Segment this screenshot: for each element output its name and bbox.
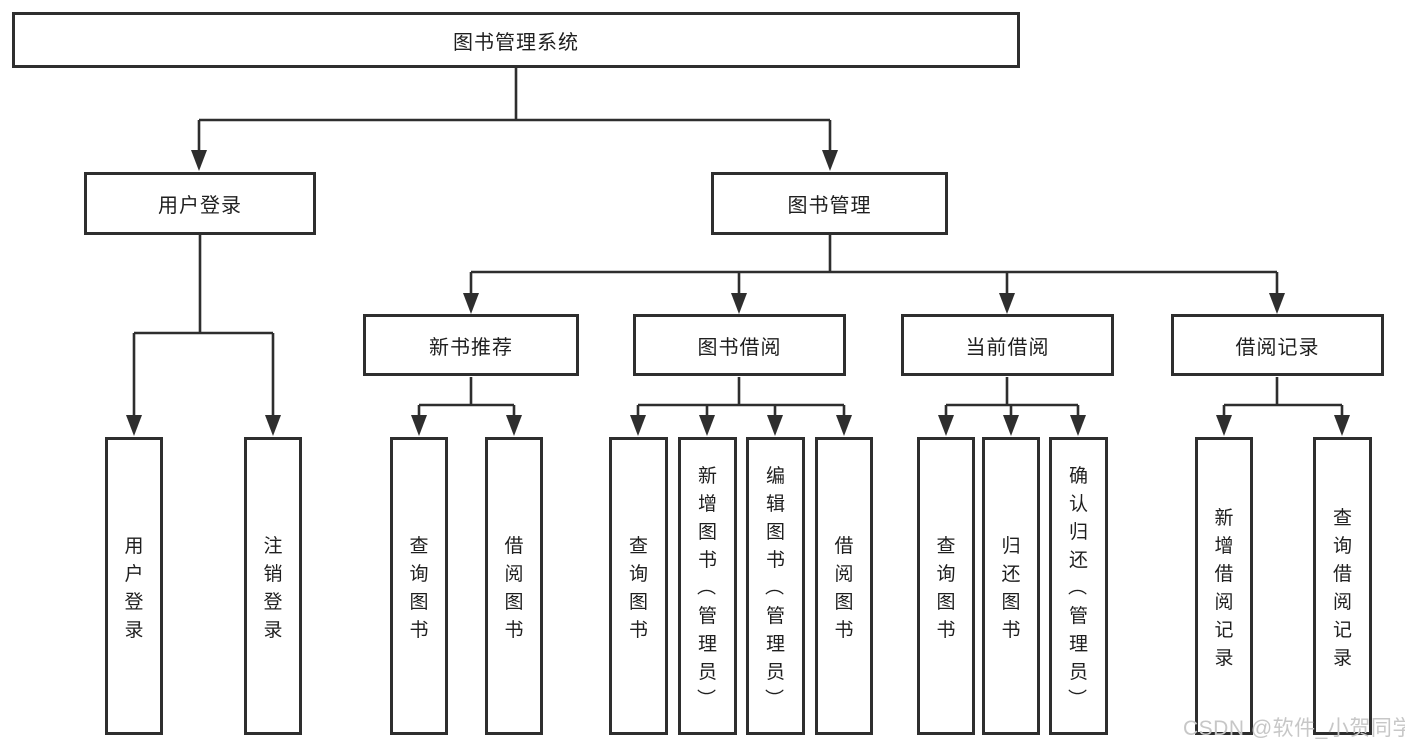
arrowhead-icons [126,150,1350,436]
leaf-edit-books-admin: 编辑图书（管理员） [746,437,805,735]
leaf-label: 借阅图书 [504,535,524,641]
leaf-confirm-return-admin: 确认归还（管理员） [1049,437,1108,735]
leaf-add-books-admin: 新增图书（管理员） [678,437,737,735]
leaf-user-login: 用户登录 [105,437,163,735]
leaf-label: 查询图书 [936,535,956,641]
csdn-watermark: CSDN @软件_小贺同学 [1183,717,1405,740]
node-new-book-recommend: 新书推荐 [363,314,579,376]
leaf-label: 归还图书 [1001,535,1021,641]
node-book-borrow: 图书借阅 [633,314,846,376]
leaf-label: 用户登录 [124,535,144,641]
node-user-login: 用户登录 [84,172,316,235]
leaf-label: 新增借阅记录 [1214,507,1234,669]
leaf-query-books-recommend: 查询图书 [390,437,448,735]
node-library-management-system: 图书管理系统 [12,12,1020,68]
leaf-borrow-books: 借阅图书 [815,437,873,735]
leaf-borrow-books-recommend: 借阅图书 [485,437,543,735]
leaf-label: 注销登录 [263,535,283,641]
leaf-query-books-borrow: 查询图书 [609,437,668,735]
leaf-query-borrow-record: 查询借阅记录 [1313,437,1372,735]
leaf-label: 编辑图书（管理员） [762,465,785,708]
node-book-management: 图书管理 [711,172,948,235]
leaf-return-books: 归还图书 [982,437,1040,735]
leaf-label: 查询图书 [409,535,429,641]
leaf-label: 新增图书（管理员） [694,465,717,708]
leaf-query-books-current: 查询图书 [917,437,975,735]
leaf-label: 确认归还（管理员） [1065,465,1088,708]
leaf-logout-login: 注销登录 [244,437,302,735]
leaf-add-borrow-record: 新增借阅记录 [1195,437,1253,735]
node-current-borrow: 当前借阅 [901,314,1114,376]
node-borrow-records: 借阅记录 [1171,314,1384,376]
leaf-label: 借阅图书 [834,535,854,641]
leaf-label: 查询图书 [628,535,648,641]
leaf-label: 查询借阅记录 [1332,507,1352,669]
